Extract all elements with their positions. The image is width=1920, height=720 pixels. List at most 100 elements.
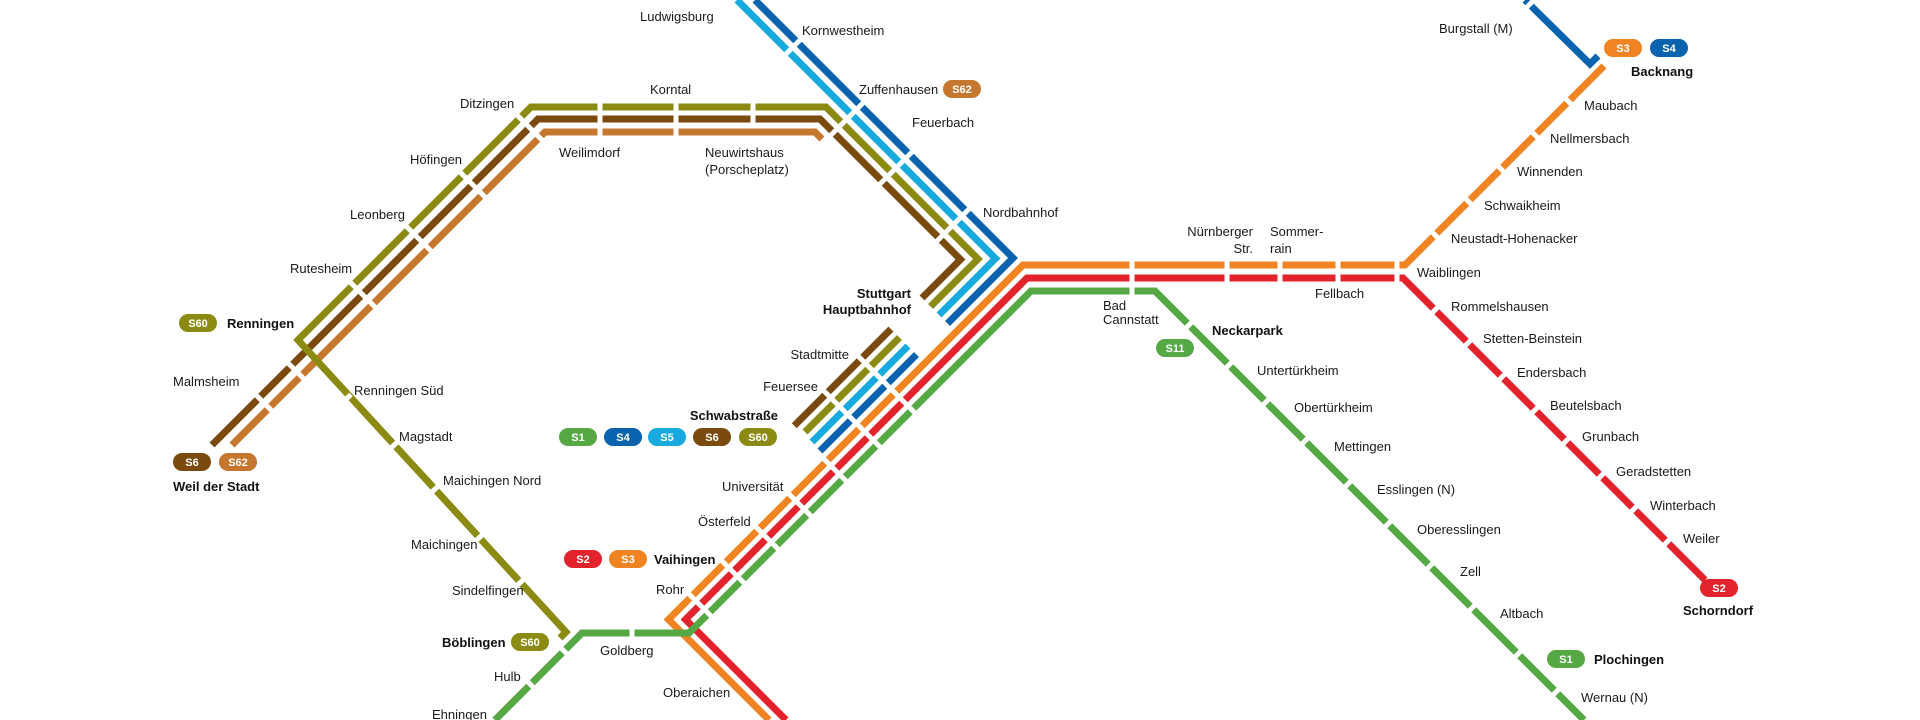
station-maichingen[interactable]: Maichingen [411,537,478,552]
station-malmsheim[interactable]: Malmsheim [173,374,239,389]
station-feuersee[interactable]: Feuersee [763,379,818,394]
line-badge-s11[interactable]: S11 [1156,339,1194,357]
station-rommelshausen[interactable]: Rommelshausen [1451,299,1549,314]
line-badge-s1[interactable]: S1 [1547,650,1585,668]
route-line-s3[interactable] [663,63,1607,720]
station-magstadt[interactable]: Magstadt [399,429,453,444]
line-badge-s6[interactable]: S6 [173,453,211,471]
station-gap [877,149,915,187]
station-weiler[interactable]: Weiler [1683,531,1720,546]
station-feuerbach[interactable]: Feuerbach [912,115,974,130]
badge-pill [511,633,549,651]
station-renningen-sued[interactable]: Renningen Süd [354,383,444,398]
station-bad-cannstatt-line2[interactable]: Cannstatt [1103,312,1159,327]
station-maichingen-nord[interactable]: Maichingen Nord [443,473,541,488]
station-winnenden[interactable]: Winnenden [1517,164,1583,179]
station-bad-cannstatt-line1[interactable]: Bad [1103,298,1126,313]
station-beutelsbach[interactable]: Beutelsbach [1550,398,1622,413]
station-nuernberger-line1[interactable]: Nürnberger [1187,224,1253,239]
line-badge-s60[interactable]: S60 [179,314,217,332]
station-altbach[interactable]: Altbach [1500,606,1543,621]
station-waiblingen[interactable]: Waiblingen [1417,265,1481,280]
station-geradstetten[interactable]: Geradstetten [1616,464,1691,479]
station-universitaet[interactable]: Universität [722,479,784,494]
station-rutesheim[interactable]: Rutesheim [290,261,352,276]
station-obertuerkheim[interactable]: Obertürkheim [1294,400,1373,415]
badge-label: S3 [1616,43,1629,55]
station-gap [252,391,277,416]
station-sindelfingen[interactable]: Sindelfingen [452,583,524,598]
station-hulb[interactable]: Hulb [494,669,521,684]
station-sommerrain-line1[interactable]: Sommer- [1270,224,1323,239]
station-mettingen[interactable]: Mettingen [1334,439,1391,454]
route-line-s4[interactable] [752,0,1018,454]
line-badge-s3[interactable]: S3 [1604,39,1642,57]
station-backnang[interactable]: Backnang [1631,64,1693,79]
station-goldberg[interactable]: Goldberg [600,643,653,658]
station-oberesslingen[interactable]: Oberesslingen [1417,522,1501,537]
station-korntal[interactable]: Korntal [650,82,691,97]
station-oberaichen[interactable]: Oberaichen [663,685,730,700]
station-nordbahnhof[interactable]: Nordbahnhof [983,205,1059,220]
route-line-s60[interactable] [293,103,983,641]
station-nellmersbach[interactable]: Nellmersbach [1550,131,1629,146]
station-rohr[interactable]: Rohr [656,582,685,597]
station-nuernberger-line2[interactable]: Str. [1233,241,1253,256]
route-line-s62[interactable] [229,128,825,448]
route-line-s1[interactable] [492,287,1587,720]
station-stadtmitte[interactable]: Stadtmitte [790,347,849,362]
station-burgstall[interactable]: Burgstall (M) [1439,21,1513,36]
station-schorndorf[interactable]: Schorndorf [1683,603,1754,618]
station-neustadt-hohenacker[interactable]: Neustadt-Hohenacker [1451,231,1578,246]
line-badge-s3[interactable]: S3 [609,550,647,568]
badge-pill [1604,39,1642,57]
route-line-s6[interactable] [209,115,966,448]
line-badge-s1[interactable]: S1 [559,428,597,446]
station-vaihingen[interactable]: Vaihingen [654,552,715,567]
line-badge-s2[interactable]: S2 [1700,579,1738,597]
station-grunbach[interactable]: Grunbach [1582,429,1639,444]
station-fellbach[interactable]: Fellbach [1315,286,1364,301]
station-hauptbahnhof-line1[interactable]: Stuttgart [857,286,912,301]
station-sommerrain-line2[interactable]: rain [1270,241,1292,256]
station-ehningen[interactable]: Ehningen [432,707,487,720]
line-badge-s6[interactable]: S6 [693,428,731,446]
badge-label: S1 [1559,654,1572,666]
station-zell[interactable]: Zell [1460,564,1481,579]
line-badge-s4[interactable]: S4 [1650,39,1688,57]
station-stetten-beinstein[interactable]: Stetten-Beinstein [1483,331,1582,346]
line-badge-s60[interactable]: S60 [739,428,777,446]
station-weilimdorf[interactable]: Weilimdorf [559,145,621,160]
station-leonberg[interactable]: Leonberg [350,207,405,222]
line-badge-s5[interactable]: S5 [648,428,686,446]
line-badge-s62[interactable]: S62 [943,80,981,98]
station-boeblingen[interactable]: Böblingen [442,635,506,650]
station-endersbach[interactable]: Endersbach [1517,365,1586,380]
station-hauptbahnhof-line2[interactable]: Hauptbahnhof [823,302,912,317]
line-badge-s2[interactable]: S2 [564,550,602,568]
route-line-s5[interactable] [734,0,1001,445]
route-line-s4[interactable] [1522,0,1601,69]
station-schwaikheim[interactable]: Schwaikheim [1484,198,1561,213]
station-untertuerkheim[interactable]: Untertürkheim [1257,363,1339,378]
station-oesterfeld[interactable]: Österfeld [698,514,751,529]
station-winterbach[interactable]: Winterbach [1650,498,1716,513]
station-neuwirtshaus-line1[interactable]: Neuwirtshaus [705,145,784,160]
station-ditzingen[interactable]: Ditzingen [460,96,514,111]
station-maubach[interactable]: Maubach [1584,98,1637,113]
station-esslingen[interactable]: Esslingen (N) [1377,482,1455,497]
station-hoefingen[interactable]: Höfingen [410,152,462,167]
station-renningen[interactable]: Renningen [227,316,294,331]
station-weil-der-stadt[interactable]: Weil der Stadt [173,479,260,494]
station-wernau[interactable]: Wernau (N) [1581,690,1648,705]
station-ludwigsburg[interactable]: Ludwigsburg [640,9,714,24]
station-plochingen[interactable]: Plochingen [1594,652,1664,667]
line-badge-s4[interactable]: S4 [604,428,642,446]
line-badge-s60[interactable]: S60 [511,633,549,651]
station-neckarpark[interactable]: Neckarpark [1212,323,1284,338]
line-badge-s62[interactable]: S62 [219,453,257,471]
station-schwabstrasse[interactable]: Schwabstraße [690,408,778,423]
station-neuwirtshaus-line2[interactable]: (Porscheplatz) [705,162,789,177]
station-zuffenhausen[interactable]: Zuffenhausen [859,82,938,97]
station-kornwestheim[interactable]: Kornwestheim [802,23,884,38]
